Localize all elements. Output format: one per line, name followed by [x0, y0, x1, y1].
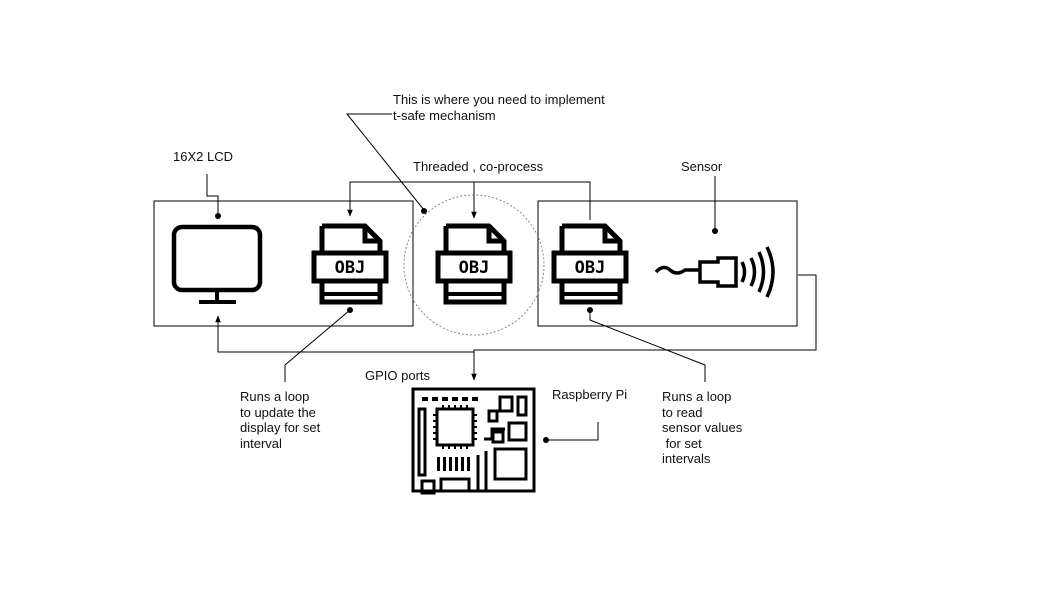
obj-file-label: OBJ	[575, 258, 606, 278]
raspberry-pi-label: Raspberry Pi	[552, 387, 628, 402]
obj-file-icon: OBJ	[554, 226, 626, 302]
lcd-loop-note-line: display for set	[240, 420, 321, 435]
sensor-loop-note-line: sensor values	[662, 420, 743, 435]
threaded-label: Threaded , co-process	[413, 159, 544, 174]
sensor-container-box	[537, 200, 798, 327]
obj-file-icon: OBJ	[438, 226, 510, 302]
sensor-loop-note: Runs a loop to read sensor values for se…	[662, 389, 742, 467]
speaker-sensor-icon	[654, 246, 775, 298]
tsafe-note: This is where you need to implement t-sa…	[393, 92, 605, 123]
monitor-icon	[171, 224, 263, 304]
sensor-loop-note-line: to read	[662, 404, 703, 420]
lcd-loop-note-line: to update the	[240, 404, 316, 420]
lcd-label: 16X2 LCD	[173, 149, 233, 164]
lcd-loop-note: Runs a loop to update the display for se…	[240, 389, 320, 451]
sensor-loop-note-line: intervals	[662, 451, 711, 466]
tsafe-note-line: t-safe mechanism	[393, 107, 496, 123]
lcd-container-box	[153, 200, 414, 327]
lcd-loop-note-line: interval	[240, 435, 282, 451]
sensor-loop-note-line: Runs a loop	[662, 389, 732, 404]
gpio-label: GPIO ports	[365, 368, 431, 383]
obj-file-label: OBJ	[335, 258, 366, 278]
sensor-loop-note-line: for set	[662, 435, 702, 451]
lcd-loop-note-line: Runs a loop	[240, 389, 310, 404]
tsafe-note-line: This is where you need to implement	[393, 92, 605, 107]
sensor-label: Sensor	[681, 159, 723, 174]
obj-file-label: OBJ	[459, 258, 490, 278]
obj-file-icon: OBJ	[314, 226, 386, 302]
circuit-board-icon	[411, 387, 536, 495]
